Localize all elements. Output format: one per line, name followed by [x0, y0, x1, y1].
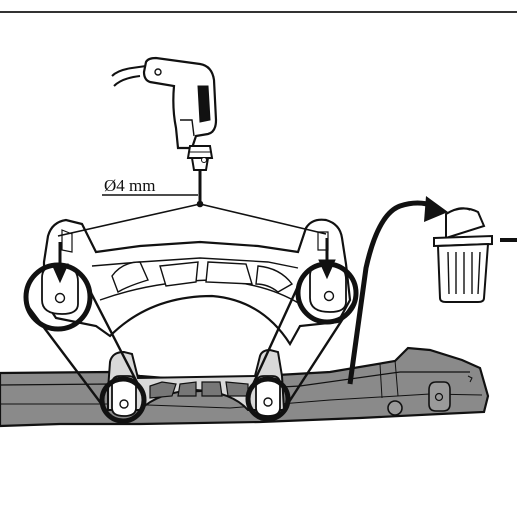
direction-arrows: [51, 238, 336, 284]
dispose-arrow-icon: [347, 196, 448, 385]
highlight-circle-lower-right: [245, 376, 291, 422]
rail-hole: [387, 400, 403, 416]
electric-drill-icon: [111, 56, 218, 202]
drill-bit-size-label: Ø4 mm: [104, 176, 155, 195]
highlight-circle-lower-left: [99, 376, 147, 424]
trash-bin-icon: [433, 207, 493, 303]
upper-bracket: [41, 218, 352, 347]
connector-lines: [26, 283, 357, 407]
lower-bracket: [107, 348, 286, 417]
drill-point-lines: [57, 200, 327, 237]
rail-slot: [428, 381, 451, 412]
